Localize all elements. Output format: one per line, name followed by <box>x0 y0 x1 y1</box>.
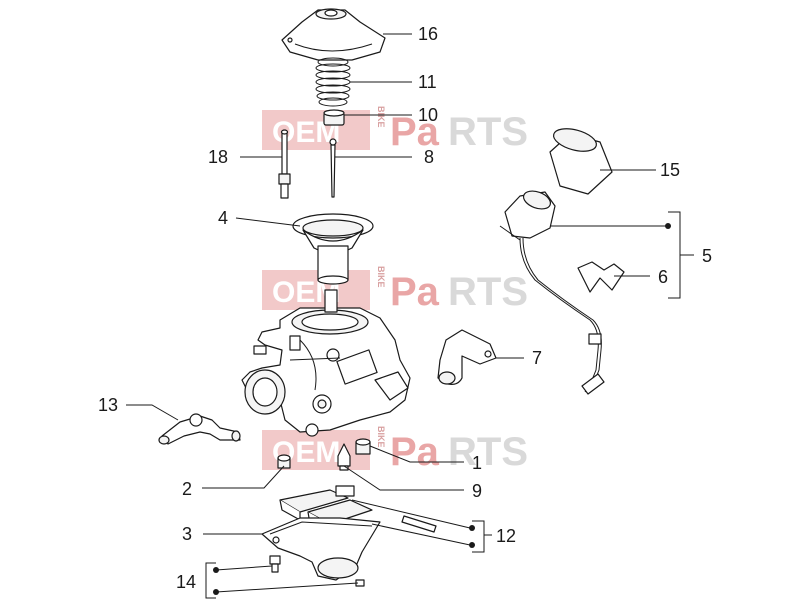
leader-lines <box>126 33 694 599</box>
part-5-starter-cable <box>499 190 605 395</box>
callout-16: 16 <box>418 24 438 44</box>
callout-2: 2 <box>182 479 192 499</box>
part-1-jet <box>355 438 371 455</box>
callout-6: 6 <box>658 267 668 287</box>
carburetor-body <box>241 289 411 437</box>
watermark-pa-text: Pa <box>390 110 440 154</box>
callout-9: 9 <box>472 481 482 501</box>
watermark-rts-text: RTS <box>448 430 528 474</box>
part-2-nut <box>277 454 291 469</box>
watermark-pa-text: Pa <box>390 270 440 314</box>
callout-18: 18 <box>208 147 228 167</box>
callout-13: 13 <box>98 395 118 415</box>
watermark-bottom: OEM BIKE Pa RTS <box>262 426 528 474</box>
part-3-float-bowl <box>261 517 381 581</box>
part-10-needle-retainer <box>323 109 345 126</box>
watermark-middle: OEM BIKE Pa RTS <box>262 266 528 314</box>
part-15-sleeve <box>549 128 613 195</box>
callout-1: 1 <box>472 453 482 473</box>
callout-8: 8 <box>424 147 434 167</box>
callout-3: 3 <box>182 524 192 544</box>
callout-10: 10 <box>418 105 438 125</box>
watermark-rts-text: RTS <box>448 110 528 154</box>
watermark-pa-text: Pa <box>390 430 440 474</box>
part-12-float-pin <box>401 515 437 533</box>
part-16-top-cover <box>281 8 386 61</box>
watermark-rts-text: RTS <box>448 270 528 314</box>
part-6-clip <box>577 261 625 293</box>
watermark-bike-text: BIKE <box>376 266 386 288</box>
part-9-float-valve <box>337 443 351 471</box>
callout-4: 4 <box>218 208 228 228</box>
part-8-jet-needle <box>329 138 337 198</box>
part-11-spring <box>315 57 351 107</box>
part-18-idle-screw <box>278 129 291 199</box>
callout-11: 11 <box>418 72 437 92</box>
watermark-top: OEM BIKE Pa RTS <box>262 106 528 154</box>
part-7-choke <box>437 329 497 385</box>
watermark-bike-text: BIKE <box>376 426 386 448</box>
callout-12: 12 <box>496 526 516 546</box>
callout-7: 7 <box>532 348 542 368</box>
watermark-bike-text: BIKE <box>376 106 386 128</box>
callout-5: 5 <box>702 246 712 266</box>
callout-15: 15 <box>660 160 680 180</box>
callout-14: 14 <box>176 572 196 592</box>
part-4-diaphragm-slide <box>292 213 374 285</box>
part-13-fitting <box>158 413 241 445</box>
callout-labels: 16 11 10 8 18 4 15 5 6 7 13 1 2 9 3 12 1… <box>98 24 712 592</box>
